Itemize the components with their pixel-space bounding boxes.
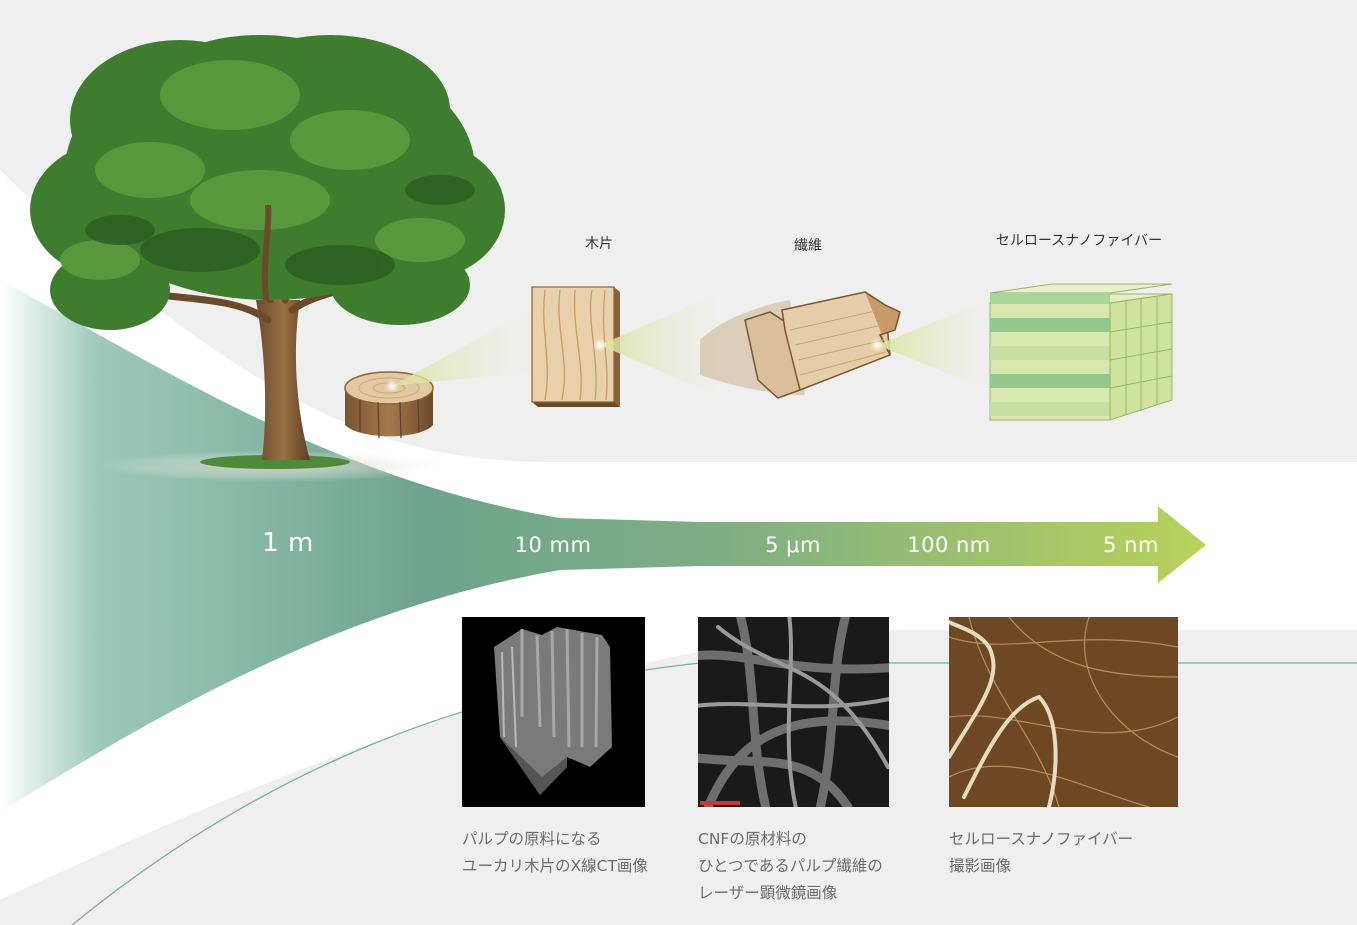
laser-microscope-image [698, 617, 889, 807]
zoom-beam-3 [877, 300, 990, 390]
scale-label-5um: 5 μm [765, 533, 821, 557]
stage-label-cnf: セルロースナノファイバー [995, 233, 1163, 249]
scale-arrow [0, 280, 1206, 812]
scale-label-5nm: 5 nm [1103, 533, 1159, 557]
caption-laser-line-2: ひとつであるパルプ繊維の [698, 857, 883, 875]
scale-label-10mm: 10 mm [514, 533, 592, 557]
grass [200, 455, 350, 469]
caption-ct-line-2: ユーカリ木片のX線CT画像 [462, 857, 648, 875]
caption-cnf-line-2: 撮影画像 [949, 857, 1012, 875]
zoom-beam-1 [392, 310, 530, 386]
caption-ct-line-1: パルプの原料になる [462, 830, 602, 848]
caption-ct: パルプの原料になる ユーカリ木片のX線CT画像 [462, 826, 648, 880]
caption-cnf: セルロースナノファイバー 撮影画像 [949, 826, 1133, 880]
cnf-image [949, 617, 1178, 807]
ct-image [462, 617, 645, 807]
fiber [700, 291, 901, 399]
stage-label-fiber: 繊維 [794, 238, 822, 254]
stage-label-chip: 木片 [585, 236, 613, 252]
cnf-block [989, 283, 1173, 421]
caption-laser: CNFの原材料の ひとつであるパルプ繊維の レーザー顕微鏡画像 [698, 826, 883, 907]
tree [30, 35, 505, 460]
caption-cnf-line-1: セルロースナノファイバー [949, 830, 1134, 848]
scale-label-1m: 1 m [262, 528, 314, 558]
zoom-beam-2 [600, 295, 715, 395]
caption-laser-line-1: CNFの原材料の [698, 830, 807, 848]
caption-laser-line-3: レーザー顕微鏡画像 [698, 884, 838, 902]
scale-label-100nm: 100 nm [907, 533, 991, 557]
